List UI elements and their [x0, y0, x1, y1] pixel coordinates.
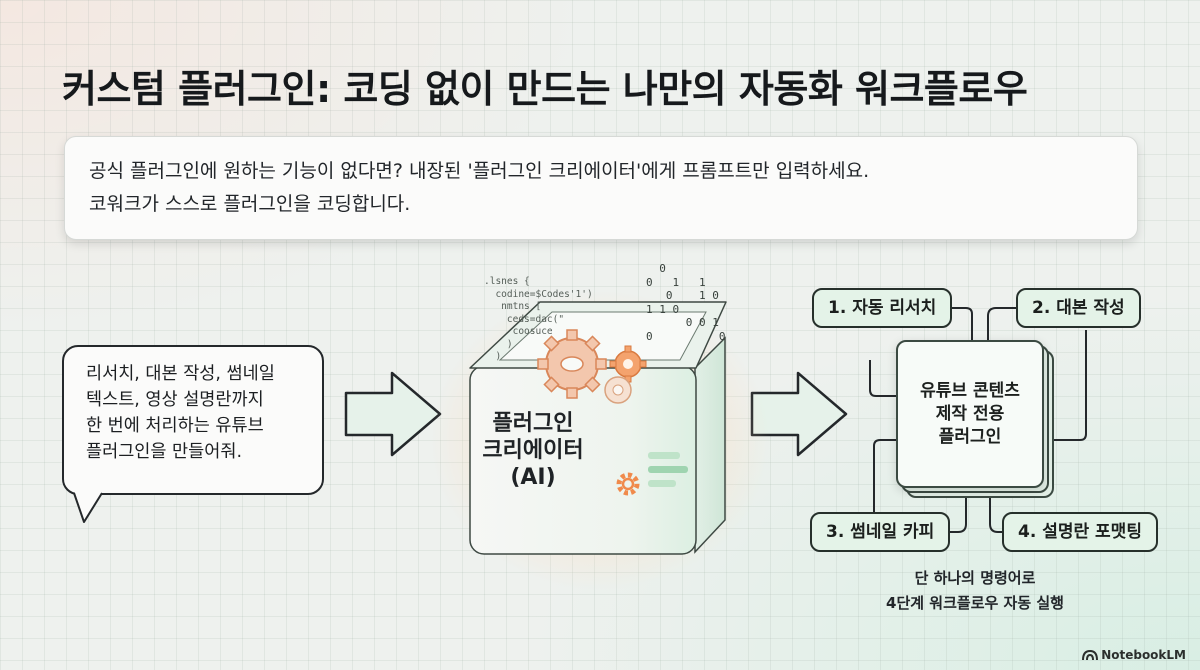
step-4-pill: 4. 설명란 포맷팅	[1002, 512, 1158, 552]
creator-box-label: 플러그인 크리에이터 (AI)	[482, 411, 584, 490]
prompt-line-4: 플러그인을 만들어줘.	[86, 442, 243, 462]
intro-line-2: 코워크가 스스로 플러그인을 코딩합니다.	[89, 193, 411, 215]
binary-digits: 0 0 1 1 0 1 0 1 1 0 0 0 1 0 0	[646, 262, 726, 343]
intro-line-1: 공식 플러그인에 원하는 기능이 없다면? 내장된 '플러그인 크리에이터'에게…	[89, 160, 870, 182]
step-3-pill: 3. 썸네일 카피	[810, 512, 951, 552]
intro-card: 공식 플러그인에 원하는 기능이 없다면? 내장된 '플러그인 크리에이터'에게…	[64, 136, 1138, 240]
gear-icon	[604, 376, 632, 404]
arrow-right-icon-1	[344, 371, 442, 457]
gear-icon	[616, 472, 640, 496]
prompt-line-1: 리서치, 대본 작성, 썸네일	[86, 364, 275, 384]
workflow-caption: 단 하나의 명령어로 4단계 워크플로우 자동 실행	[886, 569, 1064, 612]
step-1-pill: 1. 자동 리서치	[812, 288, 953, 328]
page-title: 커스텀 플러그인: 코딩 없이 만드는 나만의 자동화 워크플로우	[62, 67, 1028, 111]
prompt-speech-bubble: 리서치, 대본 작성, 썸네일 텍스트, 영상 설명란까지 한 번에 처리하는 …	[62, 345, 324, 495]
code-snippet: .lsnes { codine=$Codes'1') nmtns [ ceds=…	[484, 276, 593, 362]
notebooklm-watermark: NotebookLM	[1082, 648, 1186, 662]
speech-bubble-tail	[73, 487, 103, 523]
workflow-connectors	[869, 307, 1087, 533]
youtube-plugin-card: 유튜브 콘텐츠 제작 전용 플러그인	[896, 340, 1044, 488]
gear-icon	[537, 329, 607, 399]
step-2-pill: 2. 대본 작성	[1016, 288, 1141, 328]
notebooklm-logo-icon	[1082, 649, 1099, 661]
prompt-line-3: 한 번에 처리하는 유튜브	[86, 416, 264, 436]
gear-icon	[609, 345, 647, 383]
prompt-line-2: 텍스트, 영상 설명란까지	[86, 390, 264, 410]
